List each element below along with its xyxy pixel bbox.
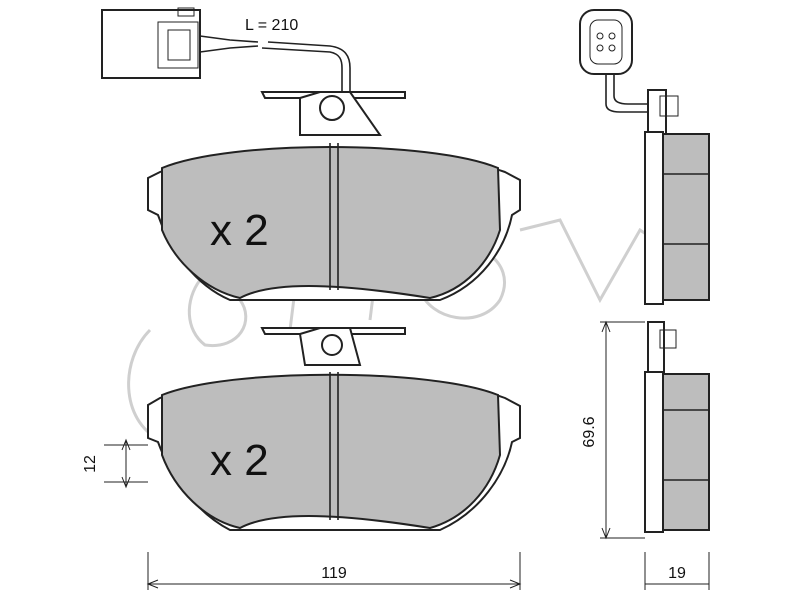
width-dimension-label: 119 [321,565,347,582]
width-dimension: 119 [146,552,522,590]
bottom-pad: x 2 12 [82,327,521,531]
side-view-top [579,9,710,305]
wire-length-label: L = 210 [245,17,298,34]
side-view-bottom: 69.6 19 [581,320,710,590]
sensor-connector [101,9,201,79]
top-pad: x 2 L = 210 [101,7,521,301]
top-quantity-label: x 2 [210,206,269,255]
step-dimension-label: 12 [82,455,99,473]
bottom-quantity-label: x 2 [210,436,269,485]
top-friction-material [161,146,502,300]
bottom-friction-material [161,373,502,530]
thickness-dimension-label: 19 [668,565,686,582]
height-dimension-label: 69.6 [581,416,598,447]
